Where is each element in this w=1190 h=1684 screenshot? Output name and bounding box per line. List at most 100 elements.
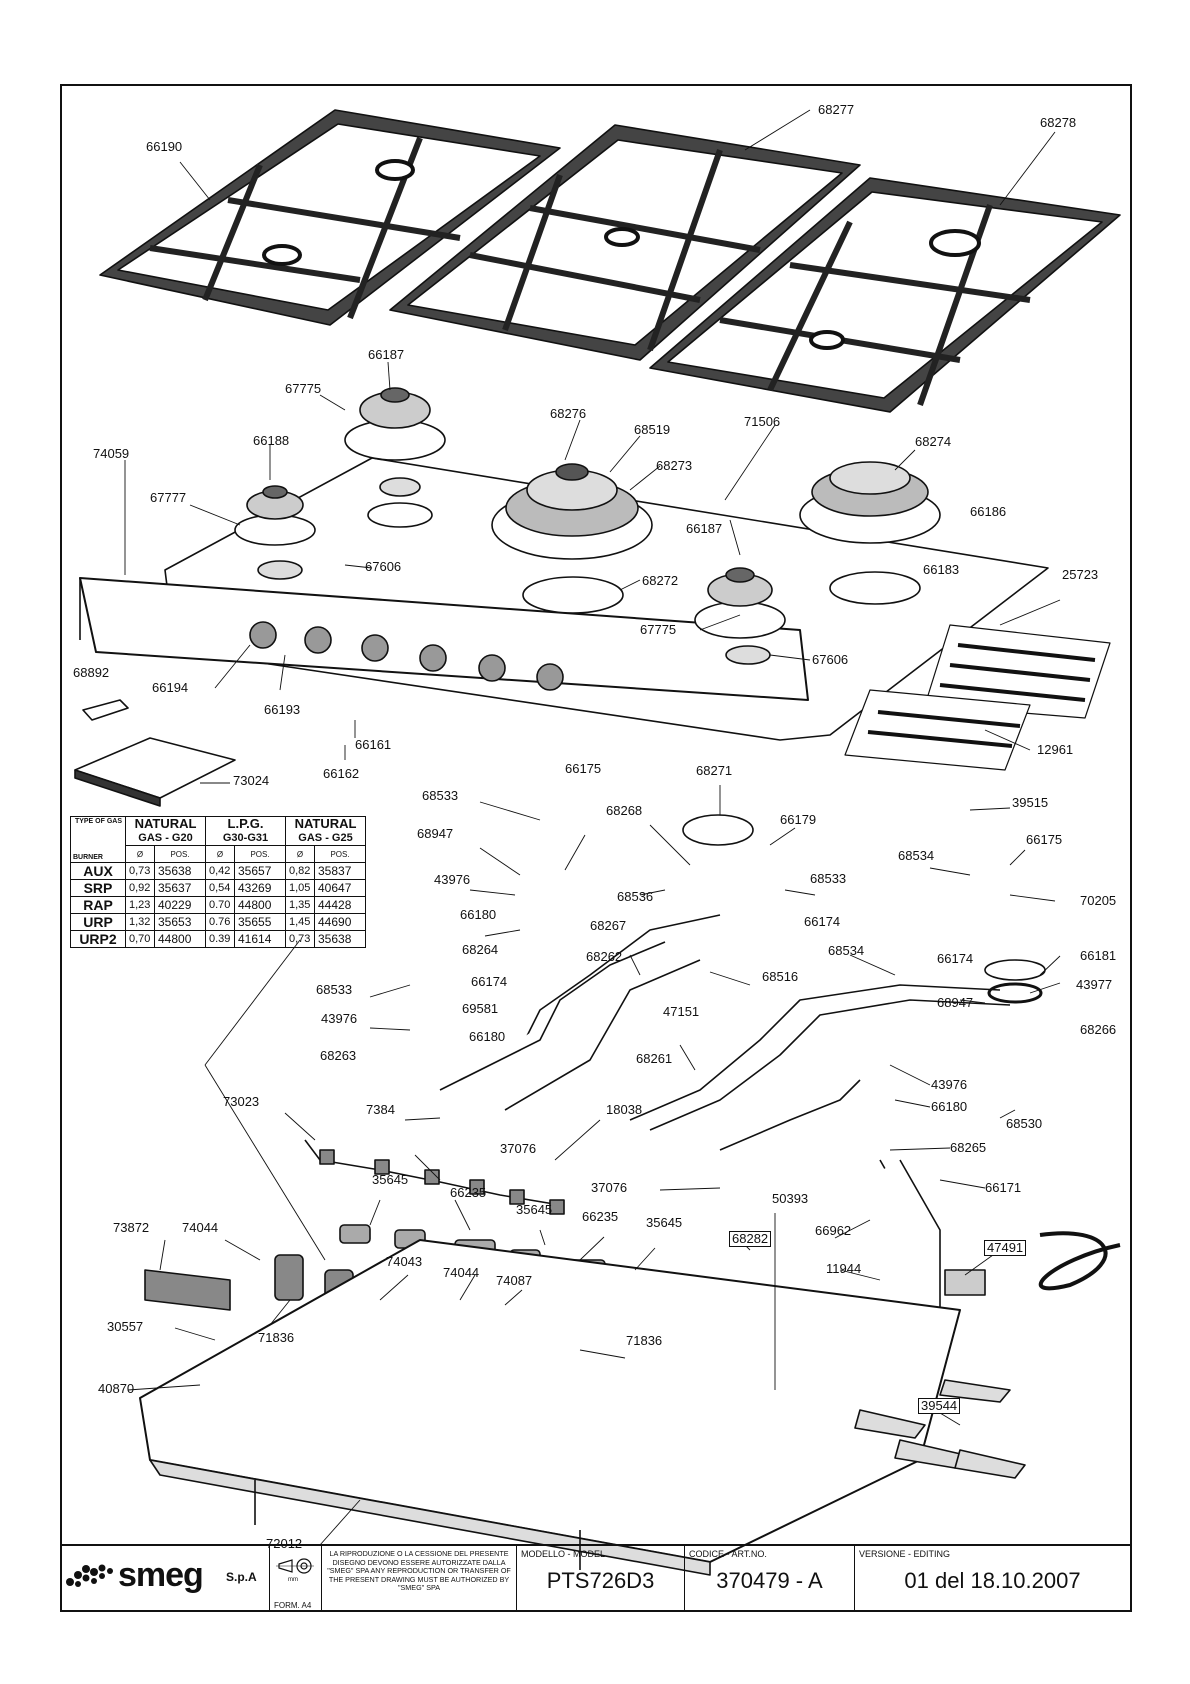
callout-47491: 47491 bbox=[984, 1240, 1027, 1256]
reproduction-notice: LA RIPRODUZIONE O LA CESSIONE DEL PRESEN… bbox=[327, 1549, 511, 1593]
version-label: VERSIONE - EDITING bbox=[859, 1549, 951, 1559]
callout-37076-b: 37076 bbox=[591, 1180, 628, 1195]
callout-7384: 7384 bbox=[366, 1102, 395, 1117]
callout-73872: 73872 bbox=[113, 1220, 150, 1235]
callout-68264: 68264 bbox=[462, 942, 499, 957]
callout-66180-c: 66180 bbox=[931, 1099, 968, 1114]
callout-68536: 68536 bbox=[617, 889, 654, 904]
callout-66235-b: 66235 bbox=[582, 1209, 619, 1224]
fixing-brackets bbox=[854, 1379, 1026, 1479]
brand-sub: S.p.A bbox=[226, 1570, 257, 1584]
callout-66193: 66193 bbox=[264, 702, 301, 717]
drawing-frame bbox=[60, 84, 1132, 1612]
callout-66183: 66183 bbox=[923, 562, 960, 577]
manual-booklet bbox=[74, 737, 236, 799]
callout-68892: 68892 bbox=[73, 665, 110, 680]
burner-cup-right bbox=[829, 571, 921, 605]
callout-68277: 68277 bbox=[818, 102, 855, 117]
col-pos: POS. bbox=[234, 845, 286, 863]
pan-support-right bbox=[649, 177, 1121, 413]
key-tool bbox=[82, 699, 129, 721]
code-value: 370479 - A bbox=[716, 1568, 823, 1593]
callout-68261: 68261 bbox=[636, 1051, 673, 1066]
callout-18038: 18038 bbox=[606, 1102, 643, 1117]
callout-74043: 74043 bbox=[386, 1254, 423, 1269]
callout-25723: 25723 bbox=[1062, 567, 1099, 582]
callout-43976-c: 43976 bbox=[931, 1077, 968, 1092]
table-corner: TYPE OF GAS BURNER bbox=[70, 816, 126, 863]
callout-73023: 73023 bbox=[223, 1094, 260, 1109]
callout-68516: 68516 bbox=[762, 969, 799, 984]
callout-68274: 68274 bbox=[915, 434, 952, 449]
callout-68265: 68265 bbox=[950, 1140, 987, 1155]
model-cell: MODELLO - MODEL PTS726D3 bbox=[517, 1546, 685, 1612]
callout-12961: 12961 bbox=[1037, 742, 1074, 757]
callout-70205: 70205 bbox=[1080, 893, 1117, 908]
callout-66194: 66194 bbox=[152, 680, 189, 695]
callout-68533-b: 68533 bbox=[810, 871, 847, 886]
callout-68534: 68534 bbox=[898, 848, 935, 863]
gas-group-lpg: L.P.G.G30-G31 bbox=[205, 816, 286, 846]
callout-68278: 68278 bbox=[1040, 115, 1077, 130]
callout-67606-b: 67606 bbox=[812, 652, 849, 667]
side-bars bbox=[844, 624, 1111, 771]
callout-68533: 68533 bbox=[422, 788, 459, 803]
callout-68268: 68268 bbox=[606, 803, 643, 818]
callout-50393: 50393 bbox=[772, 1191, 809, 1206]
callout-68267: 68267 bbox=[590, 918, 627, 933]
callout-66175: 66175 bbox=[565, 761, 602, 776]
col-pos: POS. bbox=[314, 845, 366, 863]
callout-66175-b: 66175 bbox=[1026, 832, 1063, 847]
brand-logo: smeg bbox=[118, 1556, 204, 1594]
callout-74044: 74044 bbox=[182, 1220, 219, 1235]
callout-67777: 67777 bbox=[150, 490, 187, 505]
callout-40870: 40870 bbox=[98, 1381, 135, 1396]
callout-66187: 66187 bbox=[368, 347, 405, 362]
callout-68530: 68530 bbox=[1006, 1116, 1043, 1131]
callout-72012: 72012 bbox=[266, 1536, 303, 1551]
callout-66235: 66235 bbox=[450, 1185, 487, 1200]
callout-11944: 11944 bbox=[826, 1261, 862, 1276]
callout-66171: 66171 bbox=[985, 1180, 1022, 1195]
callout-71836-b: 71836 bbox=[626, 1333, 663, 1348]
power-cable bbox=[1038, 1231, 1121, 1291]
callout-74087: 74087 bbox=[496, 1273, 533, 1288]
col-pos: POS. bbox=[154, 845, 206, 863]
callout-47151: 47151 bbox=[663, 1004, 700, 1019]
burner-rap-right bbox=[799, 461, 941, 544]
callout-67606: 67606 bbox=[365, 559, 402, 574]
knobs bbox=[249, 621, 564, 691]
callout-71836: 71836 bbox=[258, 1330, 295, 1345]
form-label: FORM. A4 bbox=[274, 1601, 312, 1610]
burner-srp-middle bbox=[694, 567, 786, 639]
version-value: 01 del 18.10.2007 bbox=[904, 1568, 1081, 1593]
callout-68534-b: 68534 bbox=[828, 943, 865, 958]
burner-srp-top bbox=[344, 387, 446, 461]
callout-66187-b: 66187 bbox=[686, 521, 723, 536]
burner-aux-left bbox=[234, 485, 316, 546]
callout-68533-c: 68533 bbox=[316, 982, 353, 997]
projection-symbol-icon: mm bbox=[276, 1558, 314, 1582]
callout-66174-b: 66174 bbox=[471, 974, 508, 989]
callout-66180: 66180 bbox=[460, 907, 497, 922]
callout-35645-c: 35645 bbox=[646, 1215, 683, 1230]
col-dia: Ø bbox=[205, 845, 235, 863]
notice-cell: LA RIPRODUZIONE O LA CESSIONE DEL PRESEN… bbox=[322, 1546, 517, 1612]
callout-66180-b: 66180 bbox=[469, 1029, 506, 1044]
callout-68272: 68272 bbox=[642, 573, 679, 588]
corner-top-label: TYPE OF GAS bbox=[74, 818, 122, 825]
callout-66174: 66174 bbox=[804, 914, 841, 929]
col-dia: Ø bbox=[125, 845, 155, 863]
ignition-clips bbox=[319, 1149, 565, 1215]
brand-cell: smeg S.p.A bbox=[60, 1546, 270, 1612]
pan-support-left bbox=[99, 109, 561, 326]
callout-68519: 68519 bbox=[634, 422, 671, 437]
callout-67775-b: 67775 bbox=[640, 622, 677, 637]
